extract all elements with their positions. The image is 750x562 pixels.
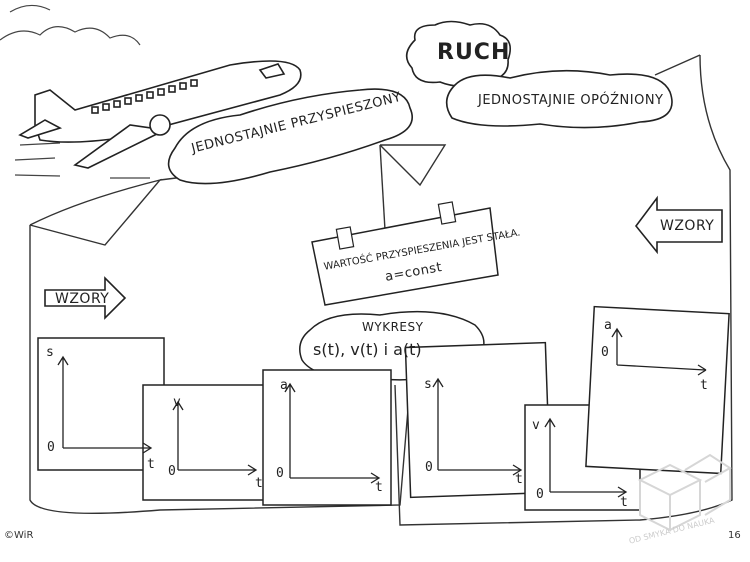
sky-cloud: [0, 4, 141, 46]
axis-label-t: t: [515, 472, 523, 487]
tape-left: [335, 226, 355, 250]
axis-label-t: t: [255, 476, 263, 491]
axis-label-s-left: s: [46, 345, 54, 360]
airplane-icon: [18, 60, 302, 169]
graph-box-a-left: [262, 369, 392, 506]
origin-label: 0: [276, 466, 284, 481]
axis-label-t: t: [147, 457, 155, 472]
right-cloud: [445, 69, 673, 129]
axis-label-v-left: v: [173, 395, 181, 410]
wykresy-title: WYKRESY: [362, 320, 424, 334]
footer-copyright: ©WiR: [4, 530, 34, 541]
axis-label-t: t: [700, 378, 708, 393]
axis-label-a-left: a: [280, 378, 288, 393]
origin-label: 0: [425, 460, 433, 475]
axis-label-v-right: v: [532, 418, 540, 433]
origin-label: 0: [536, 487, 544, 502]
axis-label-a-right: a: [604, 318, 612, 333]
page-title: RUCH: [437, 40, 511, 65]
speed-lines: [14, 142, 150, 179]
wykresy-formula: s(t), v(t) i a(t): [313, 340, 422, 359]
axis-label-t: t: [375, 480, 383, 495]
page-number: 16: [728, 530, 741, 541]
wzory-right-label: WZORY: [660, 218, 715, 234]
graph-box-a-right: [585, 305, 730, 475]
title-cloud: [405, 20, 511, 87]
left-cloud: [167, 88, 413, 185]
graph-axes: [57, 327, 707, 498]
wzory-left-label: WZORY: [55, 291, 110, 307]
axis-label-s-right: s: [424, 377, 432, 392]
tape-right: [437, 201, 457, 225]
wzory-arrow-left-icon: [634, 195, 723, 255]
right-panel: [379, 54, 733, 526]
origin-label: 0: [168, 464, 176, 479]
graph-box-v-left: [142, 384, 274, 501]
cloud-right-label: JEDNOSTAJNIE OPÓŹNIONY: [478, 93, 664, 108]
note-paper: [311, 207, 499, 306]
axis-label-t: t: [620, 495, 628, 510]
origin-label: 0: [601, 345, 609, 360]
dice-watermark-icon: [637, 453, 732, 532]
wzory-arrow-right-icon: [44, 276, 127, 320]
origin-label: 0: [47, 440, 55, 455]
